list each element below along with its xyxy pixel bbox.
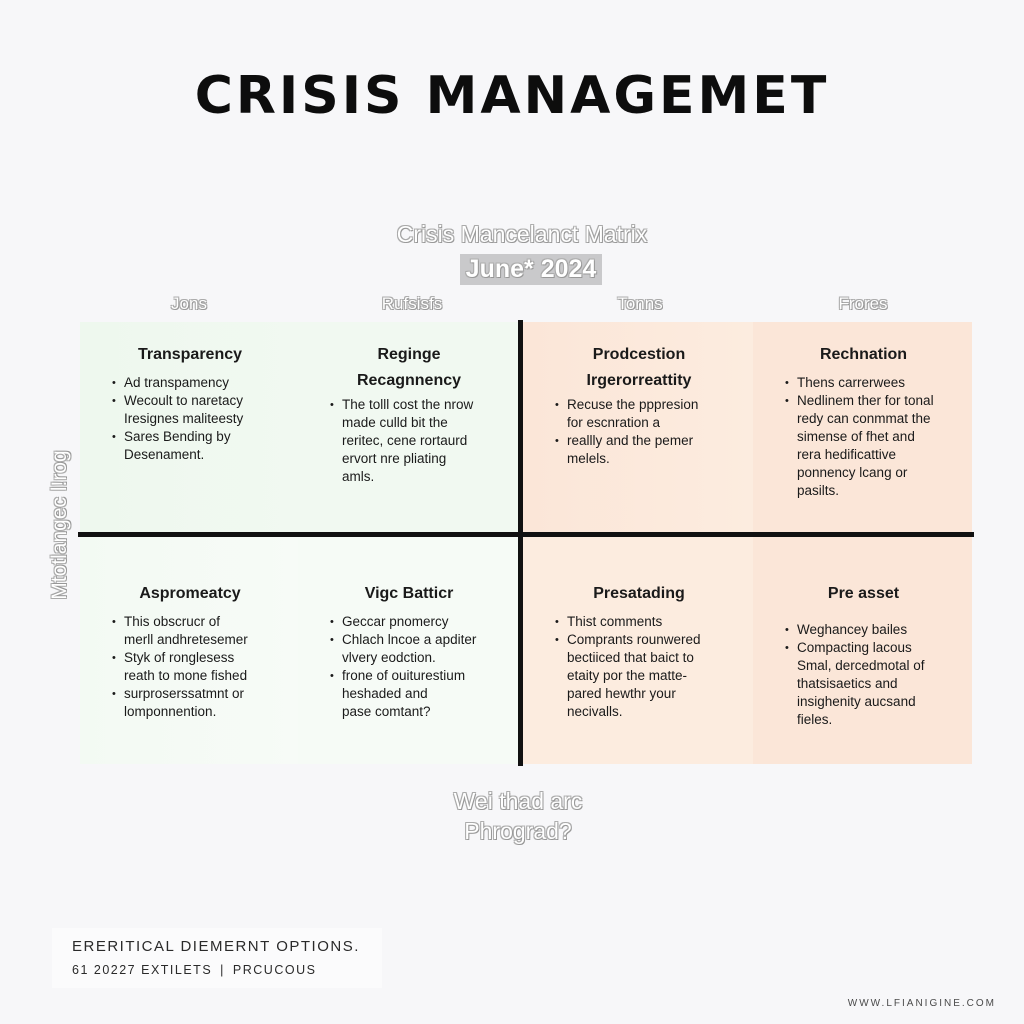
matrix-cell-transparency: Transparency Ad transpamencyWecoult to na…: [80, 322, 298, 532]
list-item: Smal, dercedmotal of: [797, 658, 925, 673]
cell-subtitle: Irgerorreattity: [586, 372, 692, 389]
footer-line-2-a: 61 20227 EXTILETS: [72, 963, 213, 977]
list-item: lomponnention.: [124, 704, 217, 719]
list-item: Desenament.: [124, 447, 205, 462]
list-item: surproserssatmnt or: [110, 685, 284, 703]
list-item: bectiiced that baict to: [567, 650, 694, 665]
bottom-question-line-2: Phrograd?: [464, 818, 572, 844]
list-item: Iresignes maliteesty: [124, 411, 244, 426]
list-item: ponnency lcang or: [797, 465, 908, 480]
cell-title: Rechnation: [819, 346, 908, 363]
matrix-cell-prodcestion: ProdcestionIrgerorreattityRecuse the ppp…: [523, 322, 753, 532]
list-item: reath to mone fished: [124, 668, 248, 683]
cell-item-list: Geccar pnomercyChlach lncoe a apditervlv…: [328, 613, 504, 721]
matrix-cell-presatading: PresatadingThist commentsComprants rounw…: [523, 537, 753, 764]
list-item: Weghancey bailes: [783, 621, 958, 639]
cell-item-list: Thens carrerweesNedlinem ther for tonalr…: [783, 374, 958, 500]
cell-title: Aspromeatcy: [139, 585, 241, 602]
cell-item-list: Thist commentsComprants rounweredbectiic…: [553, 613, 739, 721]
footer-line-2-b: PRCUCOUS: [232, 963, 317, 977]
matrix-title: Crisis Mancelanct Matrix: [396, 221, 648, 247]
list-item: Nedlinem ther for tonal: [783, 392, 958, 410]
watermark: WWW.LFIANIGINE.COM: [847, 998, 996, 1009]
matrix-cell-vigc-batticr: Vigc BatticrGeccar pnomercyChlach lncoe …: [298, 537, 518, 764]
list-item: The tolll cost the nrow: [328, 396, 504, 414]
list-item: etaity por the matte-: [567, 668, 688, 683]
list-item: Thist comments: [553, 613, 739, 631]
list-item: melels.: [567, 451, 610, 466]
page-title: CRISIS MANAGEMET: [194, 66, 830, 126]
footer-separator: |: [220, 963, 225, 977]
column-label-2: Rufsisfs: [381, 294, 443, 313]
list-item: Compacting lacous: [783, 639, 958, 657]
column-label-4: Frores: [838, 294, 888, 313]
list-item: vlvery eodction.: [342, 650, 436, 665]
matrix-cell-reginge: RegingeRecagnnencyThe tolll cost the nro…: [298, 322, 518, 532]
list-item: fieles.: [797, 712, 833, 727]
list-item: Wecoult to naretacy: [110, 392, 284, 410]
footer-caption: ERERITICAL DIEMERNT OPTIONS. 61 20227 EX…: [52, 928, 382, 988]
list-item: simense of fhet and: [797, 429, 915, 444]
list-item: Geccar pnomercy: [328, 613, 504, 631]
cell-subtitle: Recagnnency: [356, 372, 462, 389]
list-item: Chlach lncoe a apditer: [328, 631, 504, 649]
list-item: Sares Bending by: [110, 428, 284, 446]
list-item: frone of ouiturestium: [328, 667, 504, 685]
column-label-1: Jons: [171, 294, 207, 313]
list-item: pasilts.: [797, 483, 840, 498]
y-axis-label: Mtotlangec l!rog: [48, 450, 71, 600]
matrix-cell-rechnation: RechnationThens carrerweesNedlinem ther …: [753, 322, 972, 532]
cell-title: Transparency: [137, 346, 243, 363]
list-item: merll andhretesemer: [124, 632, 248, 647]
list-item: Thens carrerwees: [783, 374, 958, 392]
cell-title: Presatading: [593, 585, 685, 602]
list-item: redy can conmmat the: [797, 411, 931, 426]
bottom-question-line-1: Wei thad arc: [453, 788, 583, 814]
list-item: heshaded and: [342, 686, 428, 701]
cell-title: Pre asset: [827, 585, 900, 602]
list-item: Recuse the pppresion: [553, 396, 739, 414]
cell-title: Reginge: [377, 346, 441, 363]
list-item: Ad transpamency: [110, 374, 284, 392]
matrix-date-wrap: June* 2024: [0, 254, 1024, 285]
footer-line-1: ERERITICAL DIEMERNT OPTIONS.: [72, 938, 360, 955]
cell-title: Vigc Batticr: [364, 585, 454, 602]
cell-item-list: Ad transpamencyWecoult to naretacyIresig…: [110, 374, 284, 464]
list-item: This obscrucr of: [110, 613, 284, 631]
matrix-cell-pre-asset: Pre assetWeghancey bailesCompacting laco…: [753, 537, 972, 764]
list-item: Styk of ronglesess: [110, 649, 284, 667]
list-item: Comprants rounwered: [553, 631, 739, 649]
list-item: reallly and the pemer: [553, 432, 739, 450]
list-item: thatsisaetics and: [797, 676, 898, 691]
list-item: necivalls.: [567, 704, 623, 719]
matrix-divider-vertical: [518, 320, 523, 766]
matrix-divider-horizontal: [78, 532, 974, 537]
list-item: made culld bit the: [342, 415, 448, 430]
list-item: pase comtant?: [342, 704, 431, 719]
list-item: insighenity aucsand: [797, 694, 916, 709]
matrix-date: June* 2024: [459, 254, 603, 285]
list-item: pared hewthr your: [567, 686, 676, 701]
list-item: ervort nre pliating: [342, 451, 447, 466]
column-label-3: Tonns: [617, 294, 663, 313]
cell-title: Prodcestion: [592, 346, 686, 363]
list-item: rera hedificattive: [797, 447, 897, 462]
footer-line-2: 61 20227 EXTILETS | PRCUCOUS: [72, 963, 382, 977]
bottom-question: Wei thad arc Phrograd?: [0, 786, 1024, 846]
list-item: for escnration a: [567, 415, 661, 430]
list-item: amls.: [342, 469, 375, 484]
list-item: reritec, cene rortaurd: [342, 433, 468, 448]
